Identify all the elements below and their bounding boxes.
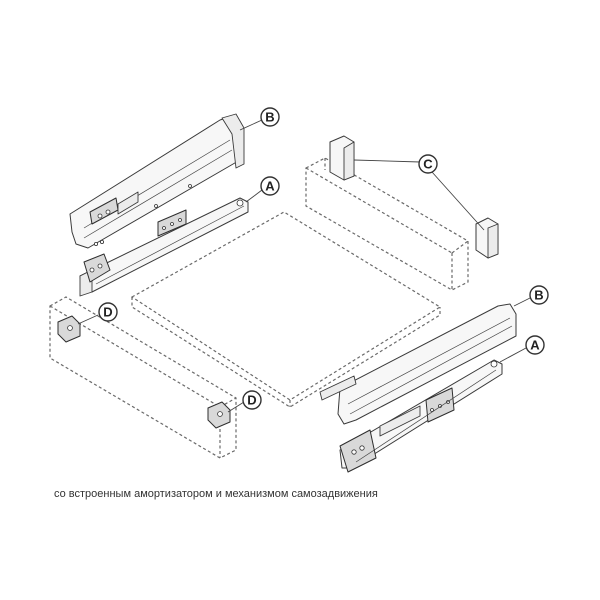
front-fixing-clip-bottom <box>207 401 231 429</box>
front-fixing-clip-top <box>57 315 81 343</box>
rear-bracket-left <box>329 135 355 181</box>
svg-text:A: A <box>530 338 540 353</box>
callout-b-right: B <box>529 285 549 305</box>
svg-text:A: A <box>265 179 275 194</box>
callout-d-top: D <box>98 302 118 322</box>
diagram-caption: со встроенным амортизатором и механизмом… <box>54 488 378 500</box>
left-runner-rail <box>79 197 249 297</box>
callout-b-top: B <box>260 107 280 127</box>
callout-c: C <box>418 154 438 174</box>
callout-a-right: A <box>525 335 545 355</box>
callout-a-top: A <box>260 176 280 196</box>
drawer-back-panel <box>305 157 469 291</box>
right-runner-rail <box>339 359 503 473</box>
svg-text:D: D <box>247 393 256 408</box>
right-drawer-side-profile <box>319 303 517 425</box>
drawer-bottom-panel <box>130 211 442 408</box>
svg-text:B: B <box>534 288 543 303</box>
leader-lines <box>77 119 531 413</box>
callout-d-bottom: D <box>242 390 262 410</box>
svg-text:B: B <box>265 110 274 125</box>
svg-text:D: D <box>103 305 112 320</box>
drawer-front-panel <box>49 296 237 459</box>
rear-bracket-right <box>475 217 499 259</box>
left-drawer-side-profile <box>69 113 245 249</box>
svg-text:C: C <box>423 157 433 172</box>
